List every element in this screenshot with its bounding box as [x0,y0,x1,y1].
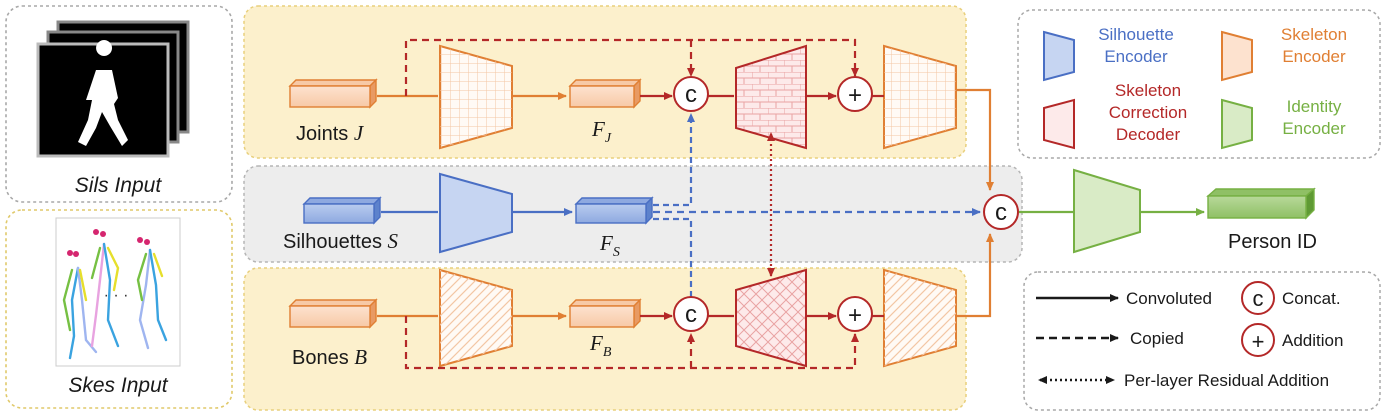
person-id-label: Person ID [1228,231,1317,253]
svg-text:Per-layer Residual Addition: Per-layer Residual Addition [1124,371,1329,390]
svg-text:Identity: Identity [1287,97,1342,116]
svg-text:Skeleton: Skeleton [1115,81,1181,100]
svg-text:Copied: Copied [1130,329,1184,348]
fj-feature-block [568,78,642,109]
svg-text:c: c [685,301,697,328]
bones-input-block [288,298,378,329]
legend-convoluted: Convoluted [1036,289,1212,308]
skeleton-encoder-bones-2 [883,268,957,368]
skes-input-caption: Skes Input [68,374,168,397]
legend-concat: c Concat. [1241,281,1341,315]
sils-input-caption: Sils Input [75,174,163,197]
fs-label: FS [599,231,620,260]
silhouette-row-arrows [381,113,981,315]
bones-row-arrows [377,233,994,370]
concat-op-final: c [983,194,1019,230]
skeleton-frames-image: · · · [55,217,181,367]
bones-branch-band [243,267,967,411]
svg-text:+: + [1252,329,1265,354]
legend-identity-encoder: Identity Encoder [1221,97,1346,150]
svg-text:Encoder: Encoder [1104,47,1168,66]
svg-text:· · ·: · · · [104,287,129,304]
fs-feature-block [574,196,654,225]
svg-text:c: c [1253,286,1264,311]
svg-text:Silhouette: Silhouette [1098,25,1174,44]
legend-silhouette-encoder: Silhouette Encoder [1043,25,1174,82]
operation-legend-panel [1023,271,1381,411]
legend-residual: Per-layer Residual Addition [1038,371,1329,390]
joints-row-arrows [377,38,994,191]
skeleton-encoder-joints [439,44,513,150]
concat-op-joints: c [673,76,709,112]
svg-text:Correction: Correction [1109,103,1187,122]
concat-op-bones: c [673,296,709,332]
skeleton-encoder-bones [439,268,513,368]
svg-text:+: + [848,82,862,109]
fb-feature-block [568,298,642,329]
svg-text:Encoder: Encoder [1282,119,1346,138]
silhouette-encoder [439,172,513,254]
person-id-block [1206,187,1316,220]
skeleton-encoder-joints-2 [883,44,957,150]
addition-op-bones: + [837,296,873,332]
svg-text:+: + [848,302,862,329]
svg-text:Decoder: Decoder [1116,125,1181,144]
legend-addition: + Addition [1241,323,1343,357]
svg-text:c: c [995,199,1007,226]
bones-label: Bones B [292,345,367,369]
legend-correction-decoder: Skeleton Correction Decoder [1043,81,1187,150]
svg-text:Addition: Addition [1282,331,1343,350]
encoder-legend-panel [1017,9,1381,159]
joints-label: Joints J [296,121,365,145]
correction-decoder-joints [735,44,807,150]
svg-text:Convoluted: Convoluted [1126,289,1212,308]
silhouettes-label: Silhouettes S [283,229,399,253]
svg-text:Concat.: Concat. [1282,289,1341,308]
silhouettes-input-block [302,196,382,225]
joints-input-block [288,78,378,109]
svg-text:Skeleton: Skeleton [1281,25,1347,44]
addition-op-joints: + [837,76,873,112]
correction-decoder-bones [735,268,807,368]
fj-label: FJ [591,117,612,146]
svg-text:c: c [685,81,697,108]
legend-skeleton-encoder: Skeleton Encoder [1221,25,1347,82]
identity-encoder [1073,168,1141,254]
legend-copied: Copied [1036,329,1184,348]
svg-text:Encoder: Encoder [1282,47,1346,66]
silhouette-frames-image [36,20,190,158]
fb-label: FB [589,331,612,360]
